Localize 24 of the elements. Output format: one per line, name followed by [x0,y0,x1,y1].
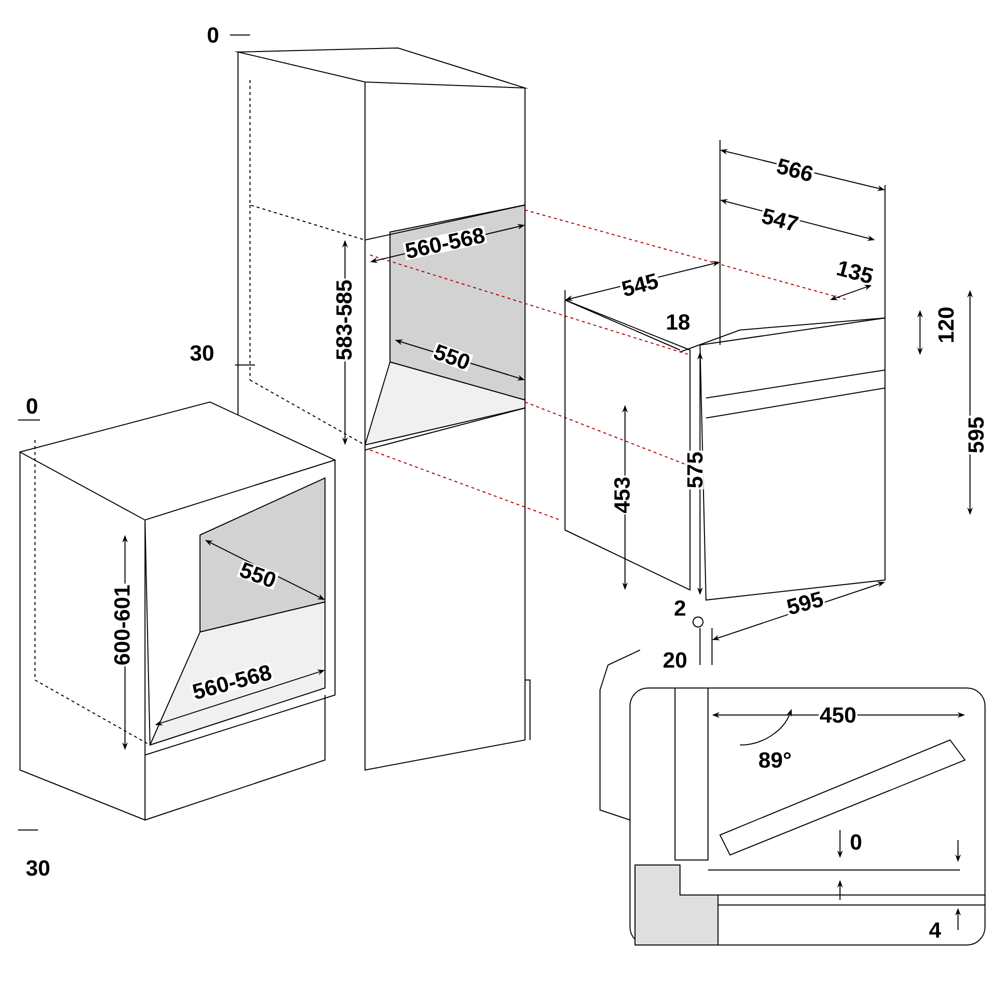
dimension-label: 120 [937,306,955,344]
dimension-label: 18 [664,313,692,331]
dimension-label: 0 [24,397,40,415]
dimension-label: 566 [774,156,816,184]
dimension-label: 0 [848,833,864,851]
dimension-label: 30 [24,859,52,877]
dimension-label: 560-568 [190,662,274,702]
dimension-label: 20 [662,651,688,669]
dimension-label: 0 [206,26,220,44]
dimension-label: 545 [619,272,661,298]
dimension-label: 550 [236,560,280,590]
dimension-label: 575 [686,450,704,490]
dimension-label: 450 [818,706,858,724]
dimension-label: 595 [967,416,985,454]
dimension-label: 547 [759,206,801,234]
dimension-label: 560-568 [402,226,488,260]
dimension-label: 453 [613,476,631,514]
dimension-label: 595 [784,590,826,616]
dimension-label: 89° [757,751,793,769]
dimension-label: 600-601 [113,584,131,666]
dimension-label: 583-585 [335,278,353,362]
dimension-label: 30 [188,344,216,362]
dimension-label: 550 [430,342,474,372]
dimension-label: 135 [834,258,876,286]
